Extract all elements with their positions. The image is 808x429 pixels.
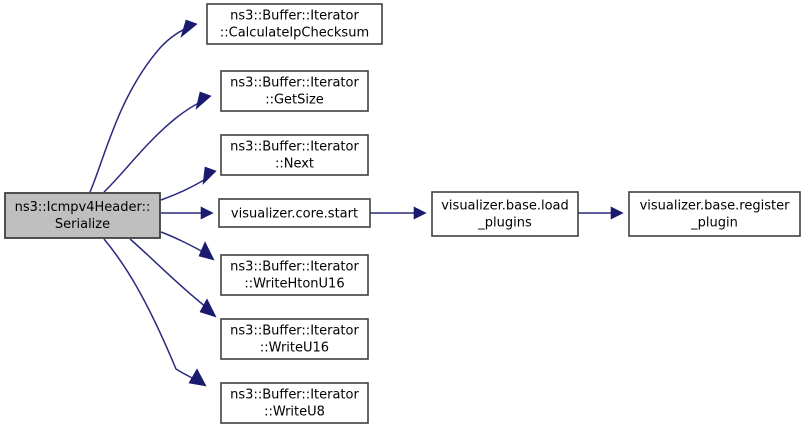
node-write-hton-u16-label-line1: ns3::Buffer::Iterator <box>230 260 359 275</box>
node-get-size-label-line1: ns3::Buffer::Iterator <box>230 76 359 91</box>
node-next-label-line2: ::Next <box>275 157 314 172</box>
edge-load-plugins-register-plugin <box>578 206 624 220</box>
edge-load-plugins-register-plugin-arrowhead-icon <box>610 206 624 220</box>
nodes-layer: ns3::Buffer::Iterator::CalculateIpChecks… <box>4 3 801 424</box>
node-write-u16-box[interactable] <box>220 318 369 360</box>
edge-serialize-calculate-ip-checksum-line <box>89 25 193 193</box>
node-visualizer-base-register-plugin-label-line2: _plugin <box>690 216 738 231</box>
node-write-u16-label-line2: ::WriteU16 <box>260 341 329 356</box>
edge-serialize-write-u8-line <box>103 238 201 383</box>
edge-serialize-visualizer-core-start <box>161 206 214 220</box>
edge-serialize-calculate-ip-checksum <box>89 19 198 193</box>
node-calculate-ip-checksum-label-line2: ::CalculateIpChecksum <box>220 26 369 41</box>
edge-serialize-next <box>160 166 217 201</box>
node-serialize[interactable]: ns3::Icmpv4Header::Serialize <box>4 192 161 239</box>
edge-serialize-get-size-arrowhead-icon <box>195 91 212 110</box>
edge-start-load-plugins <box>370 206 427 220</box>
node-write-hton-u16-label-line2: ::WriteHtonU16 <box>244 277 344 292</box>
node-visualizer-base-register-plugin-box[interactable] <box>628 191 801 237</box>
node-write-u8[interactable]: ns3::Buffer::Iterator::WriteU8 <box>220 382 369 424</box>
edge-serialize-get-size <box>103 91 212 193</box>
node-write-hton-u16[interactable]: ns3::Buffer::Iterator::WriteHtonU16 <box>220 254 369 296</box>
node-serialize-label-line2: Serialize <box>55 217 110 232</box>
node-calculate-ip-checksum[interactable]: ns3::Buffer::Iterator::CalculateIpChecks… <box>206 3 383 45</box>
node-write-u16[interactable]: ns3::Buffer::Iterator::WriteU16 <box>220 318 369 360</box>
node-get-size[interactable]: ns3::Buffer::Iterator::GetSize <box>220 70 369 112</box>
node-write-u16-label-line1: ns3::Buffer::Iterator <box>230 324 359 339</box>
edges-layer <box>89 19 624 387</box>
node-serialize-label-line1: ns3::Icmpv4Header:: <box>15 200 151 215</box>
node-serialize-box[interactable] <box>4 192 161 239</box>
node-visualizer-base-load-plugins-label-line1: visualizer.base.load <box>441 199 569 214</box>
node-calculate-ip-checksum-label-line1: ns3::Buffer::Iterator <box>230 9 359 24</box>
edge-serialize-write-hton-u16-arrowhead-icon <box>198 241 215 261</box>
node-visualizer-base-load-plugins-label-line2: _plugins <box>477 216 532 231</box>
edge-serialize-next-arrowhead-icon <box>202 166 217 185</box>
edge-serialize-write-u16 <box>129 238 217 318</box>
node-visualizer-base-register-plugin[interactable]: visualizer.base.register _plugin <box>628 191 801 237</box>
node-visualizer-base-load-plugins[interactable]: visualizer.base.load _plugins <box>431 191 579 237</box>
edge-start-load-plugins-arrowhead-icon <box>413 206 427 220</box>
node-visualizer-base-load-plugins-box[interactable] <box>431 191 579 237</box>
node-visualizer-base-register-plugin-label-line1: visualizer.base.register <box>640 199 791 214</box>
node-visualizer-core-start[interactable]: visualizer.core.start <box>218 198 371 228</box>
edge-serialize-write-u8-arrowhead-icon <box>188 368 207 387</box>
node-next[interactable]: ns3::Buffer::Iterator::Next <box>220 134 369 176</box>
edge-serialize-write-u8 <box>103 238 207 387</box>
node-write-hton-u16-box[interactable] <box>220 254 369 296</box>
node-visualizer-core-start-box[interactable] <box>218 198 371 228</box>
node-write-u8-label-line2: ::WriteU8 <box>264 405 325 420</box>
edge-serialize-get-size-line <box>103 98 207 193</box>
edge-serialize-visualizer-core-start-arrowhead-icon <box>200 206 214 220</box>
node-get-size-label-line2: ::GetSize <box>265 93 324 108</box>
node-next-box[interactable] <box>220 134 369 176</box>
edge-serialize-write-hton-u16 <box>160 231 215 261</box>
edge-serialize-calculate-ip-checksum-arrowhead-icon <box>180 19 198 38</box>
node-write-u8-label-line1: ns3::Buffer::Iterator <box>230 388 359 403</box>
edge-serialize-write-u16-arrowhead-icon <box>199 298 217 318</box>
node-write-u8-box[interactable] <box>220 382 369 424</box>
node-calculate-ip-checksum-box[interactable] <box>206 3 383 45</box>
node-next-label-line1: ns3::Buffer::Iterator <box>230 140 359 155</box>
node-visualizer-core-start-label: visualizer.core.start <box>231 207 358 222</box>
node-get-size-box[interactable] <box>220 70 369 112</box>
